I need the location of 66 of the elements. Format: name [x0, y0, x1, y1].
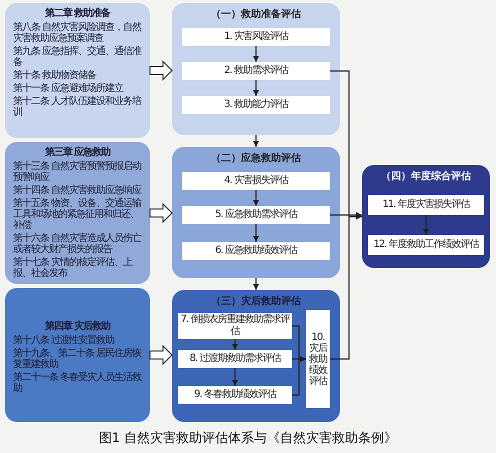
process-box [182, 28, 330, 46]
chapter-panel [5, 142, 150, 284]
group-title: （二）应急救助评估 [210, 153, 302, 165]
arrow [253, 278, 259, 290]
article-text: 第八条 自然灾害风险调查，自然灾害救助应急预案调查 [13, 22, 142, 44]
hollow-arrow [150, 344, 173, 366]
stage-group [172, 3, 340, 135]
group-title: （一）救助准备评估 [210, 9, 302, 21]
arrow [292, 356, 306, 396]
group-title: （三）灾后救助评估 [210, 296, 302, 308]
arrow [232, 339, 238, 350]
article-text: 第十三条 自然灾害预警预报启动预警响应 [13, 161, 142, 183]
article-text: 第十一条 应急避难场所建立 [13, 83, 124, 94]
box-label: 4. 灾害损失评估 [224, 175, 288, 187]
box-label: 5. 应急救助需求评估 [215, 209, 297, 221]
arrow [253, 80, 259, 96]
article-text: 第十九条、第二十条 居民住房恢复重建救助 [13, 348, 142, 370]
article-text: 第十八条 过渡性安置救助 [13, 335, 116, 346]
hollow-arrow [150, 202, 173, 224]
article-text: 第十六条 自然灾害造成人员伤亡或者较大财产损失的报告 [13, 233, 142, 255]
chapter-panel [5, 3, 150, 138]
arrow [330, 214, 362, 360]
process-box [182, 172, 330, 190]
chapter-heading: 第二章 救助准备 [44, 8, 112, 19]
box-label: 7. 倒损农房重建救助需求评估 [180, 314, 290, 338]
box-label: 1. 灾害风险评估 [224, 31, 288, 43]
process-box [182, 206, 330, 224]
box-label: 8. 过渡期救助需求评估 [190, 353, 280, 365]
arrow [253, 224, 259, 242]
stage-group [172, 147, 340, 278]
caption: 图1 自然灾害救助评估体系与《自然灾害救助条例》 [98, 430, 398, 448]
process-box [368, 195, 484, 215]
arrow [423, 215, 429, 235]
arrow [253, 46, 259, 62]
article-text: 第十七条 灾情的核定评估、上报、社会发布 [13, 257, 134, 279]
arrow [253, 190, 259, 206]
box-label: 6. 应急救助绩效评估 [215, 245, 297, 257]
article-text: 第二十一条 冬春受灾人员生活救助 [13, 372, 142, 394]
arrow [232, 368, 238, 386]
stage-group [172, 290, 340, 422]
chapter-heading: 第三章 应急救助 [44, 147, 112, 158]
process-box [178, 350, 292, 368]
box-label: 2. 救助需求评估 [224, 65, 288, 77]
process-box [182, 62, 330, 80]
box-label: 10. 灾后救助绩效评估 [309, 332, 327, 386]
article-text: 第九条 应急指挥、交通、通信准备 [13, 46, 142, 68]
article-text: 第十条 救助物资储备 [13, 70, 98, 81]
stage-group [362, 165, 490, 268]
chapter-panel [5, 288, 150, 422]
process-box [178, 386, 292, 404]
box-label: 3. 救助能力评估 [224, 99, 288, 111]
article-text: 第十四条 自然灾害救助应急响应 [13, 185, 142, 196]
article-text: 第十二条 人才队伍建设和业务培训 [13, 96, 142, 118]
box-label: 11. 年度灾害损失评估 [382, 199, 470, 211]
arrow [253, 135, 259, 147]
process-box [182, 242, 330, 260]
chapter-heading: 第四章 灾后救助 [44, 321, 112, 332]
group-title: （四）年度综合评估 [380, 171, 472, 183]
process-box [182, 96, 330, 114]
box-label: 9. 冬春救助绩效评估 [194, 389, 276, 401]
box-label: 12. 年度救助工作绩效评估 [373, 239, 479, 251]
process-box [306, 310, 330, 408]
hollow-arrow [150, 60, 173, 81]
arrow [330, 212, 362, 218]
process-box [368, 235, 484, 255]
article-text: 第十五条 物资、设备、交通运输工具和场地的紧急征用和归还、补偿 [13, 198, 142, 231]
